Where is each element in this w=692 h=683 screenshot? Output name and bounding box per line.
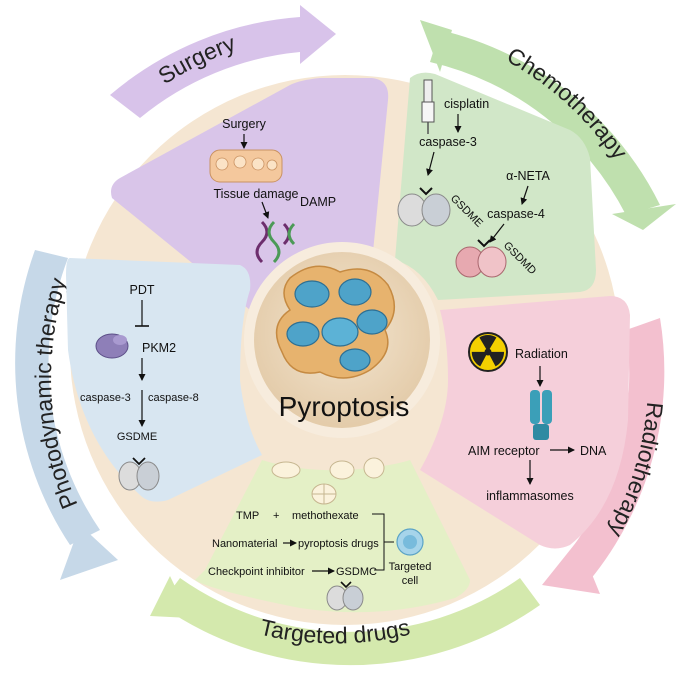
surgery-arrow-2 <box>261 201 270 219</box>
pdt-gsdme-pore-icon <box>118 457 160 491</box>
gsdmc-pore-icon <box>326 581 364 611</box>
syringe-icon <box>421 79 435 134</box>
aim-receptor-label: AIM receptor <box>468 444 540 458</box>
gsdmd-pore-icon <box>455 239 507 278</box>
photodynamic-panel <box>66 258 262 502</box>
checkpoint-inhibitor-label: Checkpoint inhibitor <box>208 566 305 578</box>
chemotherapy-panel <box>395 72 596 301</box>
gsdme-pore-icon <box>397 187 451 227</box>
pkm2-label: PKM2 <box>142 341 176 355</box>
radiation-hazard-icon <box>468 332 508 372</box>
dna-label: DNA <box>580 444 607 458</box>
radiation-label: Radiation <box>515 347 568 361</box>
surgery-arc-band <box>110 5 336 118</box>
pdt-gsdme-label: GSDME <box>117 431 157 443</box>
targeted-drugs-panel <box>195 460 470 613</box>
aim-receptor-icon <box>530 390 552 440</box>
damp-dna-icon <box>255 220 296 264</box>
chemo-caspase3-label: caspase-3 <box>419 135 477 149</box>
tissue-damage-label: Tissue damage <box>214 187 299 201</box>
targeted-cell-icon <box>396 528 424 556</box>
pdt-caspase8-label: caspase-8 <box>148 392 199 404</box>
surgery-label: Surgery <box>222 117 267 131</box>
targeted-cell-label-2: cell <box>402 575 419 587</box>
tmp-label: TMP <box>236 510 259 522</box>
chemo-arrow-3 <box>520 185 529 205</box>
tissue-cells-icon <box>209 149 283 183</box>
chemo-caspase4-label: caspase-4 <box>487 207 545 221</box>
pdt-caspase3-label: caspase-3 <box>80 392 131 404</box>
plus-label: + <box>273 510 279 522</box>
pyroptosis-drugs-label: pyroptosis drugs <box>298 538 379 550</box>
damp-label: DAMP <box>300 195 336 209</box>
center-title: Pyroptosis <box>279 391 410 422</box>
chemotherapy-arc-band <box>420 20 676 230</box>
cisplatin-label: cisplatin <box>444 97 489 111</box>
pill-icons <box>271 457 385 505</box>
targeted-cell-label-1: Targeted <box>389 561 432 573</box>
pkm2-protein-icon <box>95 333 129 359</box>
pdt-label: PDT <box>130 283 155 297</box>
neta-label: α-NETA <box>506 169 550 183</box>
inflammasomes-label: inflammasomes <box>486 489 574 503</box>
pyroptotic-cells-icon <box>275 265 395 379</box>
nanomaterial-label: Nanomaterial <box>212 538 277 550</box>
radiotherapy-arc-band <box>542 318 665 594</box>
gsdmc-label: GSDMC <box>336 566 377 578</box>
photodynamic-arc-band <box>15 250 118 580</box>
targeted-drugs-arc-band <box>150 576 540 666</box>
methothexate-label: methothexate <box>292 510 359 522</box>
chemo-arrow-2 <box>426 151 435 176</box>
chemo-arrow-4 <box>489 223 505 243</box>
targeted-bracket <box>372 513 394 571</box>
